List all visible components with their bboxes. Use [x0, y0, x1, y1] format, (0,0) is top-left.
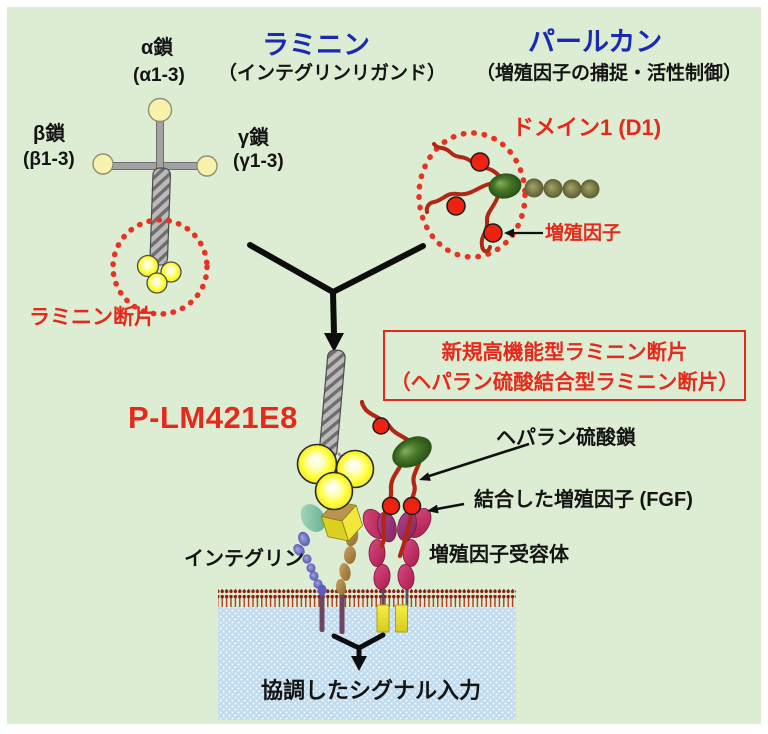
bound-growth-factors [372, 417, 422, 516]
product-name: P-LM421E8 [128, 400, 298, 435]
lg-domain-ball [136, 254, 160, 278]
laminin-title: ラミニン [262, 30, 370, 60]
perlecan-core-beads [524, 178, 600, 199]
laminin-fragment-label: ラミニン断片 [29, 306, 155, 329]
laminin-alpha-globule [147, 97, 173, 123]
integrin-head-cube [320, 500, 364, 542]
product-callout-box: 新規高機能型ラミニン断片 （ヘパラン硫酸結合型ラミニン断片） [383, 330, 746, 401]
bound-gf-label-arrow [427, 502, 465, 514]
callout-line1: 新規高機能型ラミニン断片 [441, 341, 688, 364]
bound-growth-factor-label: 結合した増殖因子 (FGF) [474, 489, 693, 511]
beta-chain-range: (β1-3) [23, 149, 75, 170]
domain1-dotted-ellipse [416, 130, 528, 260]
cytoplasm [218, 607, 516, 720]
alpha-chain-label: α鎖 [141, 37, 174, 59]
integrin-molecule [293, 500, 364, 634]
integrin-beta-propeller [300, 504, 326, 532]
laminin-beta-globule [92, 153, 114, 175]
merge-arrow [247, 242, 426, 352]
lg-domain-ball [160, 261, 182, 283]
callout-line2: （ヘパラン硫酸結合型ラミニン断片） [390, 371, 739, 394]
receptor-transmembrane [376, 604, 390, 633]
laminin-subtitle: （インテグリンリガンド） [218, 63, 447, 84]
perlecan-subtitle: （増殖因子の捕捉・活性制御） [476, 63, 743, 84]
gamma-chain-range: (γ1-3) [233, 151, 284, 172]
heparan-label-arrow [419, 442, 530, 481]
laminin-gamma-globule [196, 155, 218, 177]
laminin-fragment-dotted-circle [110, 217, 210, 317]
receptor-transmembrane [395, 604, 408, 633]
domain1-label: ドメイン1 (D1) [512, 115, 662, 140]
laminin-coiled-coil [149, 167, 172, 266]
growth-factor-label: 増殖因子 [545, 223, 622, 244]
perlecan-title: パールカン [528, 27, 663, 57]
product-complex [293, 349, 530, 634]
lg-domain-ball [314, 471, 354, 511]
beta-chain-label: β鎖 [33, 123, 66, 145]
product-coiled-coil [318, 349, 346, 459]
perlecan-domain1-core [488, 173, 522, 199]
integrin-label: インテグリン [184, 548, 304, 570]
laminin-molecule [92, 97, 218, 317]
signal-merge-arrow [331, 632, 386, 671]
gamma-chain-label: γ鎖 [238, 127, 270, 149]
heparan-sulfate-label: ヘパラン硫酸鎖 [496, 427, 636, 449]
laminin-short-arms [101, 162, 209, 170]
alpha-chain-range: (α1-3) [133, 65, 185, 86]
signal-input-label: 協調したシグナル入力 [261, 678, 482, 703]
perlecan-molecule [416, 130, 600, 260]
lipid-bilayer [218, 589, 516, 607]
captured-growth-factors [446, 152, 503, 243]
growth-factor-arrow [504, 228, 543, 238]
growth-factor-receptor-label: 増殖因子受容体 [429, 544, 569, 566]
perlecan-d1-module [392, 436, 432, 468]
lg-domain-ball [146, 272, 168, 294]
cell-membrane [218, 589, 516, 720]
